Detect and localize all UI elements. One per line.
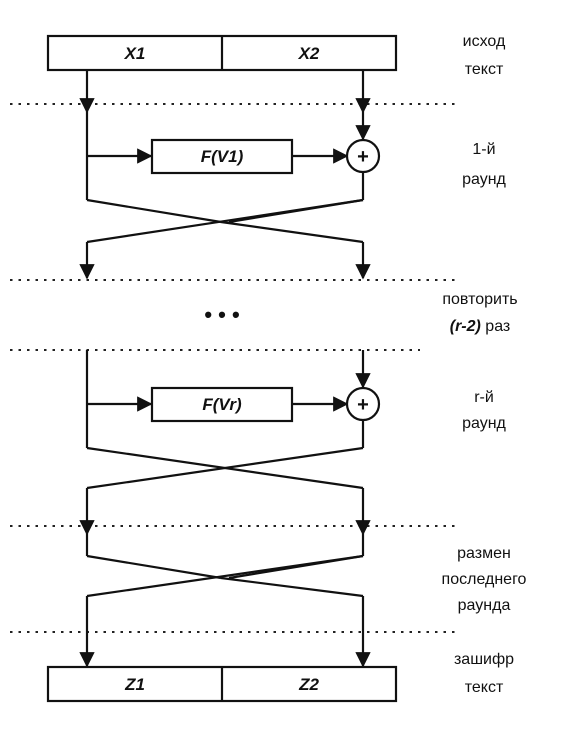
round-r: F(Vr) + [85, 350, 381, 490]
z2-label: Z2 [298, 675, 319, 694]
z1-label: Z1 [124, 675, 145, 694]
plaintext-label: исход текст [463, 33, 506, 78]
xor-icon: + [345, 386, 381, 422]
round-1-label: 1-й раунд [462, 141, 506, 188]
f-vr-label: F(Vr) [202, 395, 242, 414]
ciphertext-label: зашифр текст [454, 651, 514, 696]
last-round-swap [79, 488, 371, 668]
svg-text:r-й: r-й [474, 389, 494, 406]
round-1: F(V1) + [79, 112, 381, 280]
xor-icon: + [345, 138, 381, 174]
svg-text:исход: исход [463, 33, 506, 50]
plaintext-block: X1 X2 [46, 34, 398, 72]
svg-text:1-й: 1-й [472, 141, 495, 158]
repeat-label: повторить (r-2) раз [442, 291, 517, 335]
svg-text:текст: текст [465, 61, 504, 78]
svg-text:текст: текст [465, 679, 504, 696]
svg-text:раунда: раунда [458, 597, 511, 614]
ciphertext-block: Z1 Z2 [46, 665, 398, 703]
ellipsis: • • • [204, 302, 239, 327]
svg-text:раунд: раунд [462, 171, 506, 188]
svg-text:+: + [357, 146, 369, 168]
x2-label: X2 [298, 44, 320, 63]
swap-label: размен последнего раунда [442, 545, 527, 614]
repeat-count-label: (r-2) раз [450, 318, 511, 335]
svg-text:повторить: повторить [442, 291, 517, 308]
f-vr-box [150, 386, 294, 423]
svg-text:раунд: раунд [462, 415, 506, 432]
x1-label: X1 [124, 44, 146, 63]
svg-text:зашифр: зашифр [454, 651, 514, 668]
svg-text:последнего: последнего [442, 571, 527, 588]
f-v1-box [150, 138, 294, 175]
svg-text:размен: размен [457, 545, 511, 562]
svg-text:+: + [357, 394, 369, 416]
f-v1-label: F(V1) [201, 147, 244, 166]
round-r-label: r-й раунд [462, 389, 506, 432]
